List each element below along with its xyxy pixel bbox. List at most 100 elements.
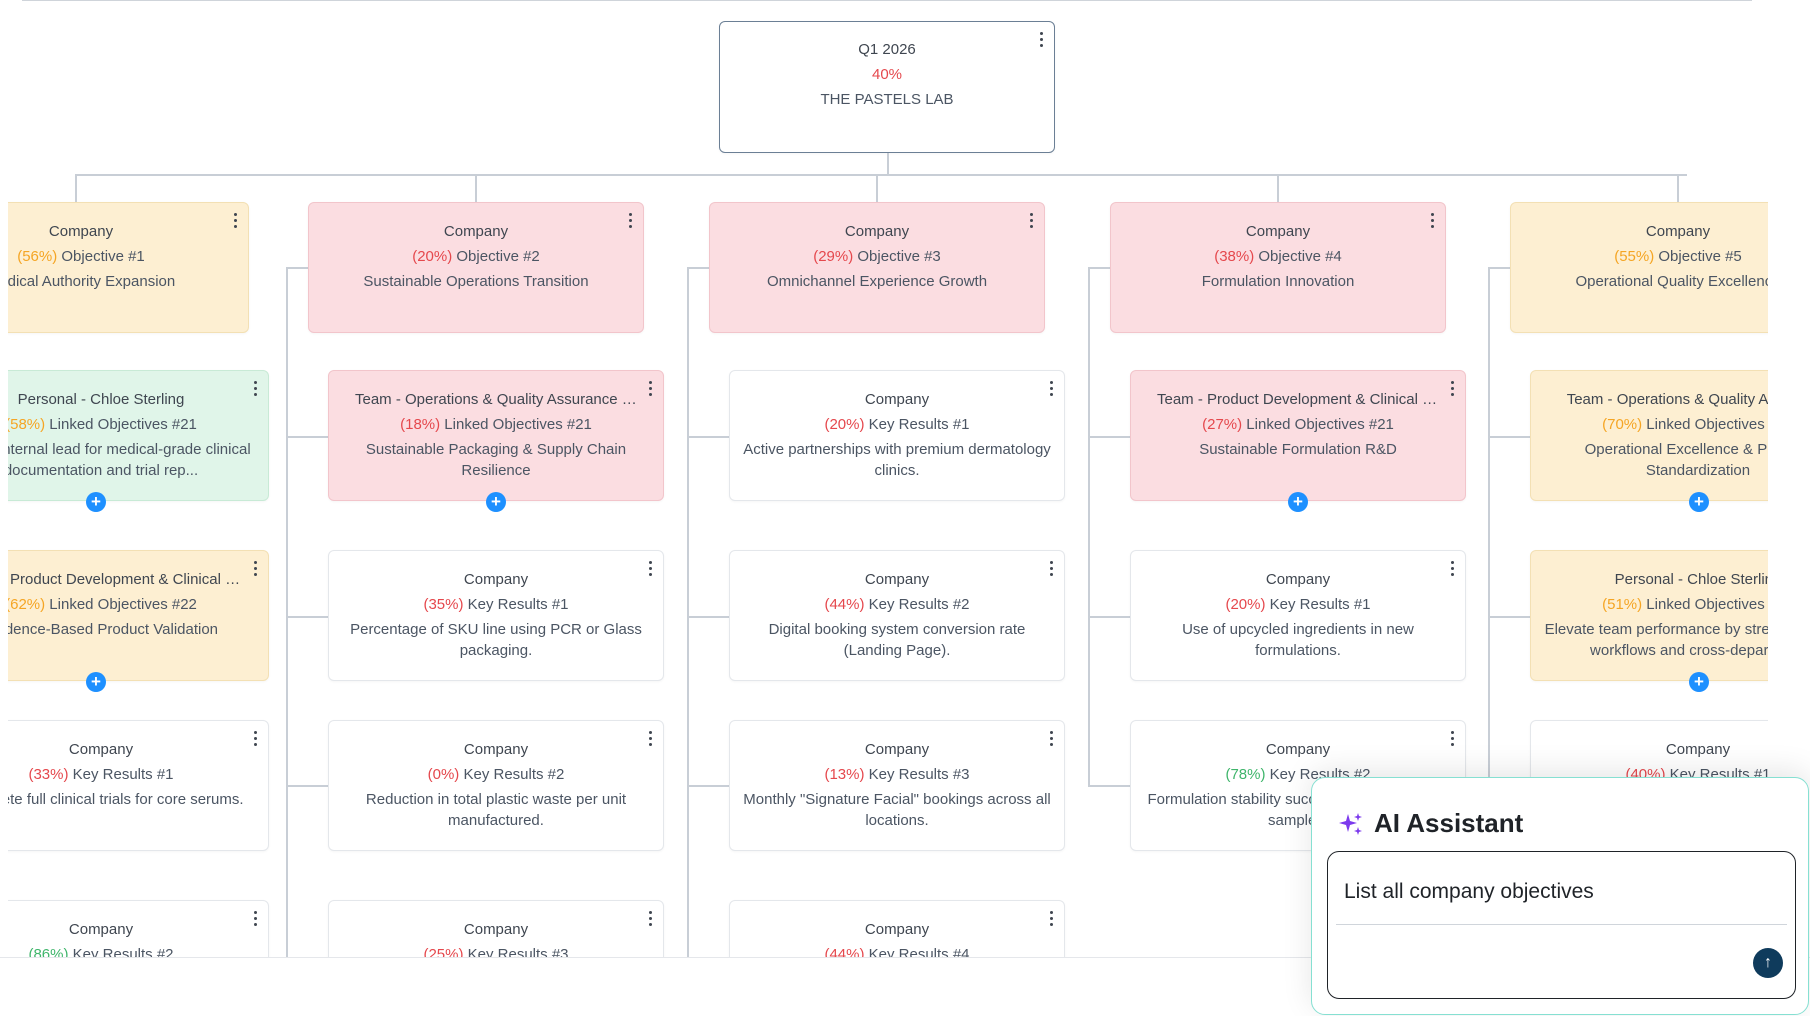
objective-card[interactable]: Company (38%) Objective #4 Formulation I…: [1110, 202, 1446, 333]
card-description: Complete full clinical trials for core s…: [8, 791, 244, 808]
card-more-icon[interactable]: [1449, 731, 1455, 749]
linked-objective-card[interactable]: Team - Product Development & Clinical R.…: [8, 550, 269, 681]
card-progress: (35%): [423, 596, 464, 613]
card-label: Key Results #1: [72, 766, 174, 783]
card-description: Percentage of SKU line using PCR or Glas…: [350, 621, 642, 659]
card-progress: (78%): [1225, 766, 1266, 783]
card-more-icon[interactable]: [1429, 213, 1435, 231]
objective-card[interactable]: Company (20%) Objective #2 Sustainable O…: [308, 202, 644, 333]
card-more-icon[interactable]: [647, 381, 653, 399]
card-more-icon[interactable]: [252, 731, 258, 749]
key-result-card[interactable]: Company (20%) Key Results #1 Active part…: [729, 370, 1065, 501]
card-more-icon[interactable]: [1449, 561, 1455, 579]
key-result-card[interactable]: Company (35%) Key Results #1 Percentage …: [328, 550, 664, 681]
card-label: Objective #4: [1258, 248, 1342, 265]
card-more-icon[interactable]: [647, 911, 653, 929]
root-more-icon[interactable]: [1038, 32, 1044, 50]
card-label: Key Results #3: [868, 766, 970, 783]
card-label: Linked Objectives #21: [1246, 416, 1394, 433]
card-label: Linked Objectives #22: [1646, 596, 1768, 613]
key-result-card[interactable]: Company (20%) Key Results #1 Use of upcy…: [1130, 550, 1466, 681]
key-result-card[interactable]: Company (44%) Key Results #4: [729, 900, 1065, 958]
linked-objective-card[interactable]: Team - Operations & Quality Assurance (.…: [328, 370, 664, 501]
card-description: Reduction in total plastic waste per uni…: [365, 791, 627, 829]
card-objective-line: (51%) Linked Objectives #22: [1531, 594, 1768, 615]
card-owner: Team - Operations & Quality Assurance (.…: [355, 391, 640, 408]
card-objective-line: (29%) Objective #3: [710, 246, 1044, 267]
key-result-card[interactable]: Company (86%) Key Results #2: [8, 900, 269, 958]
key-result-card[interactable]: Company (13%) Key Results #3 Monthly "Si…: [729, 720, 1065, 851]
card-owner: Company: [1265, 741, 1331, 758]
card-objective-line: (55%) Objective #5: [1511, 246, 1768, 267]
add-child-button[interactable]: +: [486, 492, 506, 512]
card-label: Objective #1: [61, 248, 145, 265]
card-objective-line: (35%) Key Results #1: [329, 594, 663, 615]
card-owner: Company: [1265, 571, 1331, 588]
ai-prompt-box[interactable]: List all company objectives ↑: [1327, 851, 1796, 999]
send-button[interactable]: ↑: [1753, 948, 1783, 978]
card-title: Omnichannel Experience Growth: [766, 273, 988, 290]
card-label: Key Results #3: [467, 946, 569, 958]
canvas-bottom-border: [0, 957, 1810, 958]
spine-stub: [1488, 267, 1510, 269]
branch-line: [1488, 616, 1530, 618]
card-objective-line: (33%) Key Results #1: [8, 764, 268, 785]
card-owner: Team - Product Development & Clinical R.…: [8, 571, 249, 588]
branch-line: [286, 785, 328, 787]
add-child-button[interactable]: +: [1288, 492, 1308, 512]
card-progress: (13%): [824, 766, 865, 783]
ai-prompt-divider: [1336, 924, 1787, 925]
add-child-button[interactable]: +: [1689, 672, 1709, 692]
card-owner: Company: [1665, 741, 1731, 758]
ai-prompt-input[interactable]: List all company objectives: [1344, 880, 1594, 903]
card-more-icon[interactable]: [627, 213, 633, 231]
branch-line: [1088, 616, 1130, 618]
card-more-icon[interactable]: [1048, 381, 1054, 399]
linked-objective-card[interactable]: Personal - Chloe Sterling (58%) Linked O…: [8, 370, 269, 501]
card-owner: Company: [864, 741, 930, 758]
add-child-button[interactable]: +: [1689, 492, 1709, 512]
card-label: Key Results #1: [1269, 596, 1371, 613]
card-more-icon[interactable]: [1449, 381, 1455, 399]
okr-tree-canvas[interactable]: Q1 2026 40% THE PASTELS LAB: [0, 0, 1810, 958]
card-label: Linked Objectives #22: [49, 596, 197, 613]
linked-objective-card[interactable]: Personal - Chloe Sterling (51%) Linked O…: [1530, 550, 1768, 681]
objective-card[interactable]: Company (29%) Objective #3 Omnichannel E…: [709, 202, 1045, 333]
card-more-icon[interactable]: [647, 731, 653, 749]
objective-card[interactable]: Company (55%) Objective #5 Operational Q…: [1510, 202, 1768, 333]
card-progress: (38%): [1214, 248, 1255, 265]
objective-drop-line: [1677, 174, 1679, 202]
linked-objective-card[interactable]: Team - Operations & Quality Assurance (7…: [1530, 370, 1768, 501]
key-result-card[interactable]: Company (44%) Key Results #2 Digital boo…: [729, 550, 1065, 681]
card-owner: Company: [1245, 223, 1311, 240]
objective-drop-line: [1277, 174, 1279, 202]
add-child-button[interactable]: +: [86, 492, 106, 512]
ai-assistant-panel: AI Assistant List all company objectives…: [1311, 777, 1809, 1015]
branch-line: [1488, 436, 1530, 438]
add-child-button[interactable]: +: [86, 672, 106, 692]
root-connector: [887, 153, 889, 175]
card-label: Objective #2: [456, 248, 540, 265]
card-more-icon[interactable]: [1048, 731, 1054, 749]
card-more-icon[interactable]: [232, 213, 238, 231]
card-more-icon[interactable]: [1048, 561, 1054, 579]
root-org-name: THE PASTELS LAB: [820, 91, 954, 108]
card-more-icon[interactable]: [647, 561, 653, 579]
key-result-card[interactable]: Company (33%) Key Results #1 Complete fu…: [8, 720, 269, 851]
card-label: Objective #3: [857, 248, 941, 265]
card-owner: Company: [864, 391, 930, 408]
key-result-card[interactable]: Company (0%) Key Results #2 Reduction in…: [328, 720, 664, 851]
card-more-icon[interactable]: [252, 381, 258, 399]
card-objective-line: (56%) Objective #1: [8, 246, 248, 267]
card-more-icon[interactable]: [1028, 213, 1034, 231]
objective-card[interactable]: Company (56%) Objective #1 Medical Autho…: [8, 202, 249, 333]
card-more-icon[interactable]: [252, 561, 258, 579]
key-result-card[interactable]: Company (25%) Key Results #3: [328, 900, 664, 958]
card-more-icon[interactable]: [1048, 911, 1054, 929]
root-card[interactable]: Q1 2026 40% THE PASTELS LAB: [719, 21, 1055, 153]
card-description: Elevate team performance by streamlining…: [1544, 621, 1768, 659]
card-label: Key Results #2: [463, 766, 565, 783]
linked-objective-card[interactable]: Team - Product Development & Clinical R.…: [1130, 370, 1466, 501]
card-progress: (58%): [8, 416, 46, 433]
card-more-icon[interactable]: [252, 911, 258, 929]
